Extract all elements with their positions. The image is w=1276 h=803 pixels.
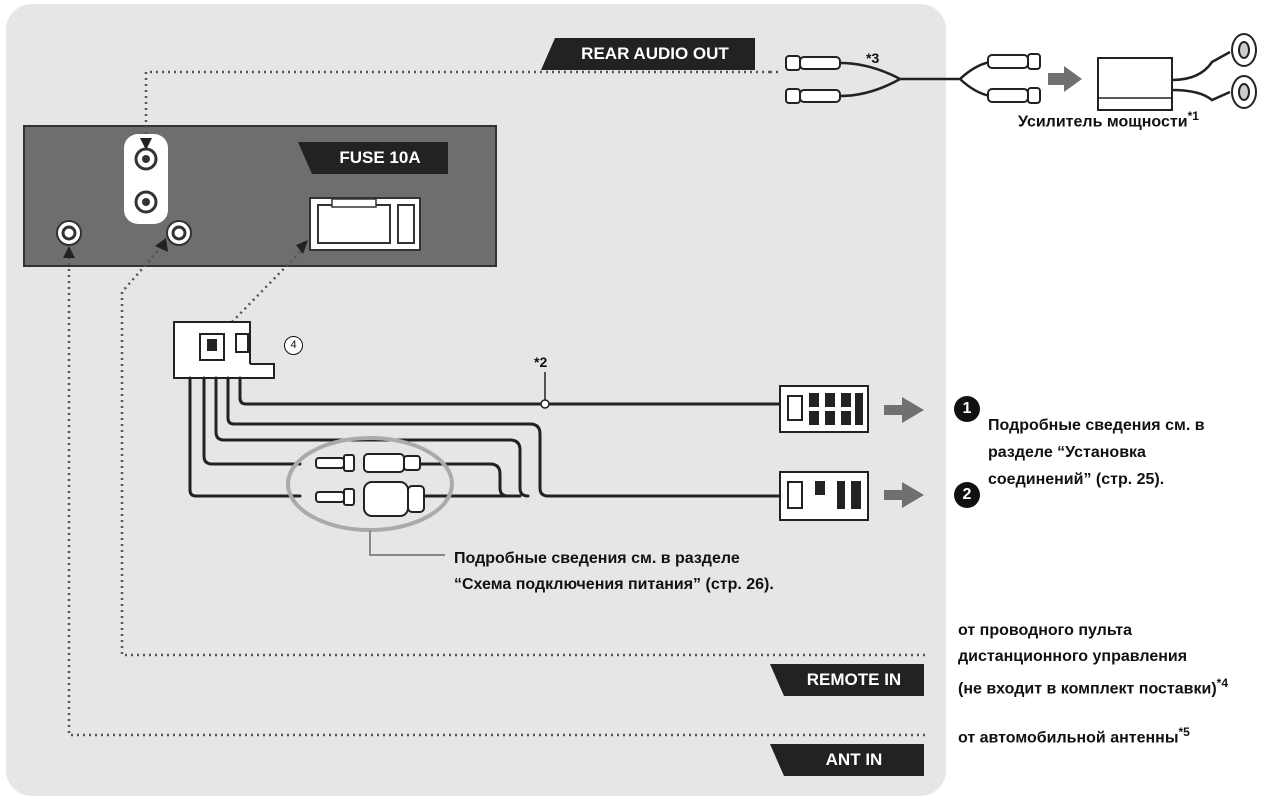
arrow-to-amp <box>1048 66 1082 92</box>
tag-remote-in: REMOTE IN <box>770 664 924 696</box>
amplifier-label: Усилитель мощности*1 <box>1018 109 1199 131</box>
antenna-label: от автомобильной антенны*5 <box>958 725 1190 747</box>
note2-marker: *2 <box>534 354 548 370</box>
dotted-line-rear <box>144 70 770 142</box>
tag-rear-audio-out: REAR AUDIO OUT <box>541 38 755 70</box>
power-reference: Подробные сведения см. в разделе “Схема … <box>454 550 774 593</box>
connector-2 <box>779 471 869 521</box>
connector-1 <box>779 385 869 433</box>
output-1-marker: 1 <box>954 396 980 422</box>
output-2-marker: 2 <box>954 482 980 508</box>
arrow-output-2 <box>884 482 924 508</box>
dotted-line-remote <box>120 245 925 657</box>
rca-y-cable <box>785 55 841 104</box>
harness-plug <box>173 321 275 379</box>
connector-ref-marker: 4 <box>284 336 303 355</box>
tag-fuse: FUSE 10A <box>298 142 448 174</box>
note2-point <box>540 399 550 409</box>
speakers <box>1231 33 1257 109</box>
tag-ant-in: ANT IN <box>770 744 924 776</box>
amplifier-box <box>1097 57 1173 111</box>
note3-marker: *3 <box>866 50 880 66</box>
connections-reference: Подробные сведения см. в разделе “Устано… <box>988 417 1205 488</box>
remote-label: от проводного пульта дистанционного упра… <box>958 622 1228 698</box>
dotted-line-antenna <box>67 252 925 737</box>
arrow-output-1 <box>884 397 924 423</box>
